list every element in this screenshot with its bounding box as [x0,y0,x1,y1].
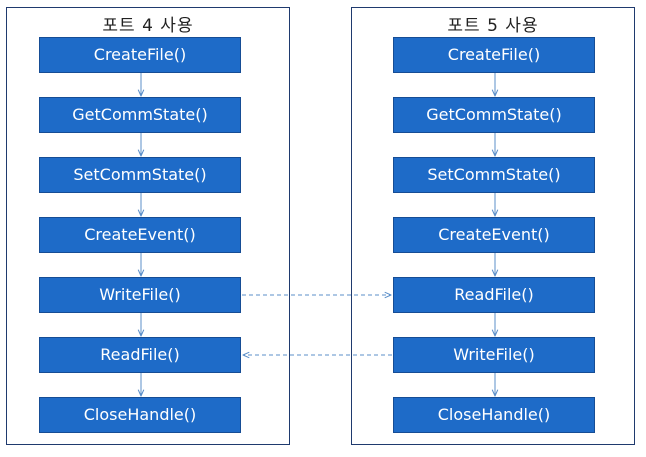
left-step-writefile: WriteFile() [39,277,241,313]
right-step-createevent: CreateEvent() [393,217,595,253]
right-step-readfile: ReadFile() [393,277,595,313]
left-step-closehandle: CloseHandle() [39,397,241,433]
left-step-createevent: CreateEvent() [39,217,241,253]
left-step-createfile: CreateFile() [39,37,241,73]
right-step-getcommstate: GetCommState() [393,97,595,133]
right-step-writefile: WriteFile() [393,337,595,373]
left-step-readfile: ReadFile() [39,337,241,373]
panel-title-port4: 포트 4 사용 [102,16,194,36]
panel-title-port5: 포트 5 사용 [447,16,539,36]
right-step-closehandle: CloseHandle() [393,397,595,433]
left-step-setcommstate: SetCommState() [39,157,241,193]
right-step-createfile: CreateFile() [393,37,595,73]
left-step-getcommstate: GetCommState() [39,97,241,133]
right-step-setcommstate: SetCommState() [393,157,595,193]
